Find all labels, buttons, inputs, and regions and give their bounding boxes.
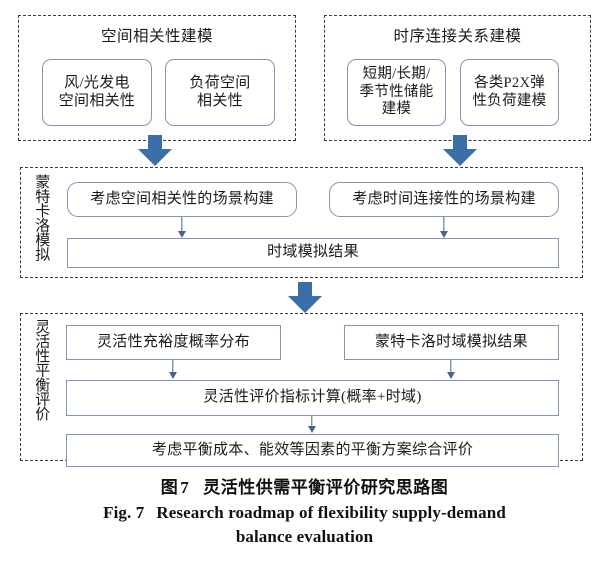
- node-temporal-scenario-construction: 考虑时间连接性的场景构建: [329, 182, 559, 217]
- thin-arrow-adequacy-to-index: [163, 360, 183, 382]
- node-p2x-flexible-load-modeling: 各类P2X弹 性负荷建模: [460, 59, 559, 126]
- thin-arrow-spatial-to-timedomain: [172, 217, 192, 239]
- node-comprehensive-balance-evaluation: 考虑平衡成本、能效等因素的平衡方案综合评价: [66, 434, 559, 467]
- group-title-spatial: 空间相关性建模: [100, 28, 213, 45]
- node-storage-modeling: 短期/长期/ 季节性储能 建模: [347, 59, 446, 126]
- group-title-temporal: 时序连接关系建模: [393, 28, 522, 45]
- group-spatial-correlation-modeling: 空间相关性建模 风/光发电 空间相关性 负荷空间 相关性: [18, 15, 296, 141]
- node-time-domain-simulation-result: 时域模拟结果: [67, 238, 559, 268]
- caption-cn-title: 灵活性供需平衡评价研究思路图: [203, 478, 449, 497]
- caption-english-line2: balance evaluation: [0, 525, 609, 549]
- node-flexibility-index-calculation: 灵活性评价指标计算(概率+时域): [66, 380, 559, 416]
- side-label-monte-carlo: 蒙特卡洛模拟: [33, 174, 50, 261]
- group-monte-carlo-simulation: 蒙特卡洛模拟 考虑空间相关性的场景构建 考虑时间连接性的场景构建 时域模拟结果: [20, 167, 583, 278]
- thin-arrow-temporal-to-timedomain: [434, 217, 454, 239]
- caption-english-line1: Fig. 7 Research roadmap of flexibility su…: [0, 501, 609, 525]
- thin-arrow-index-to-comprehensive: [302, 416, 322, 435]
- caption-en-text1: Research roadmap of flexibility supply-d…: [156, 502, 506, 522]
- caption-en-number: 7: [135, 502, 145, 522]
- caption-cn-prefix: 图: [160, 478, 179, 497]
- caption-en-text2: balance evaluation: [235, 526, 374, 546]
- node-spatial-scenario-construction: 考虑空间相关性的场景构建: [67, 182, 297, 217]
- node-load-spatial-correlation: 负荷空间 相关性: [165, 59, 275, 126]
- side-label-flexibility-balance: 灵活性平衡评价: [33, 319, 50, 421]
- caption-cn-number: 7: [180, 478, 190, 497]
- group-flexibility-balance-evaluation: 灵活性平衡评价 灵活性充裕度概率分布 蒙特卡洛时域模拟结果 灵活性评价指标计算(…: [20, 313, 583, 467]
- caption-en-prefix: Fig.: [103, 502, 132, 522]
- node-monte-carlo-time-domain-result: 蒙特卡洛时域模拟结果: [344, 325, 559, 360]
- node-wind-pv-spatial-correlation: 风/光发电 空间相关性: [42, 59, 152, 126]
- group-temporal-connection-modeling: 时序连接关系建模 短期/长期/ 季节性储能 建模 各类P2X弹 性负荷建模: [324, 15, 591, 141]
- thin-arrow-montecarlo-to-index: [441, 360, 461, 382]
- node-flexibility-adequacy-probability-distribution: 灵活性充裕度概率分布: [66, 325, 281, 360]
